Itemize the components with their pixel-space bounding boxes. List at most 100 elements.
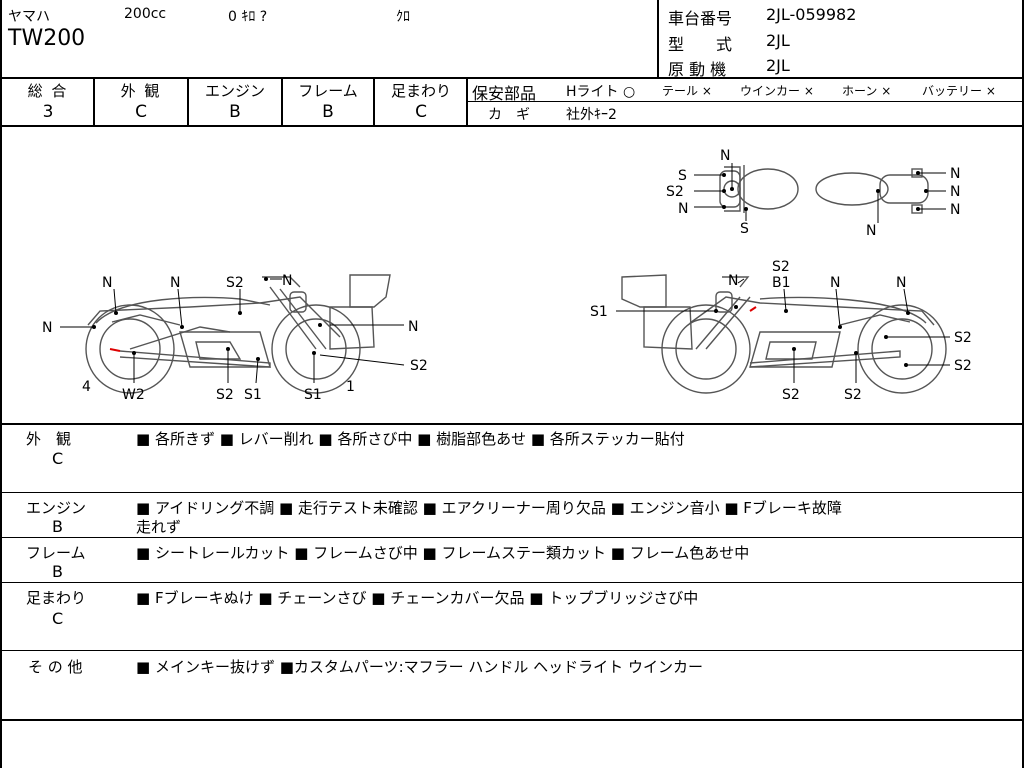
diagram-label: 4 xyxy=(82,379,91,395)
rule-grades xyxy=(0,125,1024,127)
diagram-label: N xyxy=(950,202,960,218)
key-value: 社外ｷｰ2 xyxy=(566,107,617,123)
section-frame-label: フレーム xyxy=(26,544,86,562)
rule-section xyxy=(0,650,1024,651)
diagram-label: S2 xyxy=(666,184,684,200)
grade-suspension-label: 足まわり xyxy=(390,82,451,100)
section-other-label: そ の 他 xyxy=(28,658,83,676)
frame-number-value: 2JL-059982 xyxy=(766,5,857,24)
model-name: TW200 xyxy=(8,26,86,51)
diagram-label: N xyxy=(720,148,730,164)
grade-exterior-label: 外 観 xyxy=(120,82,162,100)
right-leaders xyxy=(616,278,950,383)
section-engine-text-2: 走れず xyxy=(136,518,182,536)
section-exterior-label: 外 観 xyxy=(26,430,72,448)
rule-header xyxy=(0,77,1024,79)
section-frame-text: ■ シートレールカット ■ フレームさび中 ■ フレームステー類カット ■ フレ… xyxy=(136,544,750,562)
maker: ヤマハ xyxy=(8,9,50,25)
diagram-label: S2 xyxy=(772,259,790,275)
diagram-label: N xyxy=(678,201,688,217)
top-bike xyxy=(719,165,929,214)
diagram-label: N xyxy=(170,275,180,291)
grade-divider xyxy=(93,78,95,126)
section-exterior-grade: C xyxy=(52,449,64,468)
grade-frame-label: フレーム xyxy=(298,82,358,100)
diagram-label: S xyxy=(678,168,687,184)
grade-exterior-value: C xyxy=(135,102,147,122)
rule-section xyxy=(0,537,1024,538)
right-bike xyxy=(621,274,947,394)
grade-total-label: 総 合 xyxy=(27,82,69,100)
section-frame-grade: B xyxy=(52,562,63,581)
safety-tail: テール × xyxy=(662,84,712,98)
safety-headlight: Hライト ○ xyxy=(566,84,636,100)
top-leaders xyxy=(694,163,946,223)
diagram-label: S2 xyxy=(954,358,972,374)
color: ｸﾛ xyxy=(396,9,410,25)
diagram-label: S2 xyxy=(216,387,234,403)
safety-winker: ウインカー × xyxy=(740,84,814,98)
diagram-label: N xyxy=(408,319,418,335)
section-suspension-text: ■ Fブレーキぬけ ■ チェーンさび ■ チェーンカバー欠品 ■ トップブリッジ… xyxy=(136,589,699,607)
frame-left xyxy=(0,0,2,768)
frame-number-label: 車台番号 xyxy=(668,9,733,28)
safety-label: 保安部品 xyxy=(472,84,537,103)
diagram-label: S1 xyxy=(304,387,322,403)
diagram-label: B1 xyxy=(772,275,791,291)
diagram-label: N xyxy=(830,275,840,291)
rule-bottom xyxy=(0,719,1024,721)
grade-suspension-value: C xyxy=(415,102,427,122)
diagram-label: S xyxy=(740,221,749,237)
key-label: カ ギ xyxy=(488,107,530,123)
diagram-label: N xyxy=(42,320,52,336)
diagram-label: W2 xyxy=(122,387,145,403)
diagram-label: N xyxy=(950,184,960,200)
diagram-label: S1 xyxy=(244,387,262,403)
section-engine-grade: B xyxy=(52,517,63,536)
grade-engine-label: エンジン xyxy=(204,82,265,100)
grade-divider xyxy=(187,78,189,126)
left-leaders xyxy=(60,277,405,384)
section-suspension-label: 足まわり xyxy=(26,589,87,607)
grade-divider xyxy=(466,78,468,126)
section-other-text: ■ メインキー抜けず ■カスタムパーツ:マフラー ハンドル ヘッドライト ウイン… xyxy=(136,658,703,676)
rule-section xyxy=(0,492,1024,493)
section-engine-label: エンジン xyxy=(26,499,87,517)
grade-divider xyxy=(373,78,375,126)
section-engine-text: ■ アイドリング不調 ■ 走行テスト未確認 ■ エアクリーナー周り欠品 ■ エン… xyxy=(136,499,842,517)
diagram-label: N xyxy=(866,223,876,239)
frame-right xyxy=(1022,0,1024,768)
rule-section xyxy=(0,582,1024,583)
grade-frame-value: B xyxy=(322,102,334,122)
section-exterior-text: ■ 各所きず ■ レバー削れ ■ 各所さび中 ■ 樹脂部色あせ ■ 各所ステッカ… xyxy=(136,430,685,448)
grade-divider xyxy=(281,78,283,126)
safety-horn: ホーン × xyxy=(842,84,892,98)
diagram-label: N xyxy=(950,166,960,182)
grade-total-value: 3 xyxy=(42,102,54,122)
diagram-label: S2 xyxy=(782,387,800,403)
type-label: 型 式 xyxy=(668,35,733,54)
diagram-label: N xyxy=(102,275,112,291)
safety-battery: バッテリー × xyxy=(922,84,996,98)
mileage: 0 ｷﾛ ? xyxy=(228,9,268,25)
left-bike xyxy=(85,274,391,394)
type-value: 2JL xyxy=(766,31,790,50)
diagram-label: N xyxy=(896,275,906,291)
motorcycle-diagram: N N S2 N N N 4 W2 S2 S1 S1 1 S2 N S2 B1 … xyxy=(42,148,972,403)
grade-engine-value: B xyxy=(229,102,241,122)
diagram-label: S2 xyxy=(844,387,862,403)
diagram-label: S2 xyxy=(954,330,972,346)
diagram-label: 1 xyxy=(346,379,355,395)
displacement: 200cc xyxy=(124,6,167,22)
safety-inner-rule xyxy=(467,101,1024,102)
section-suspension-grade: C xyxy=(52,609,64,628)
diagram-label: S1 xyxy=(590,304,608,320)
rule-diagram xyxy=(0,423,1024,425)
diagram-label: S2 xyxy=(226,275,244,291)
engine-model-label: 原 動 機 xyxy=(668,60,727,79)
diagram-label: N xyxy=(282,273,292,289)
engine-model-value: 2JL xyxy=(766,56,790,75)
header-divider xyxy=(657,0,659,78)
diagram-label: N xyxy=(728,273,738,289)
diagram-label: S2 xyxy=(410,358,428,374)
